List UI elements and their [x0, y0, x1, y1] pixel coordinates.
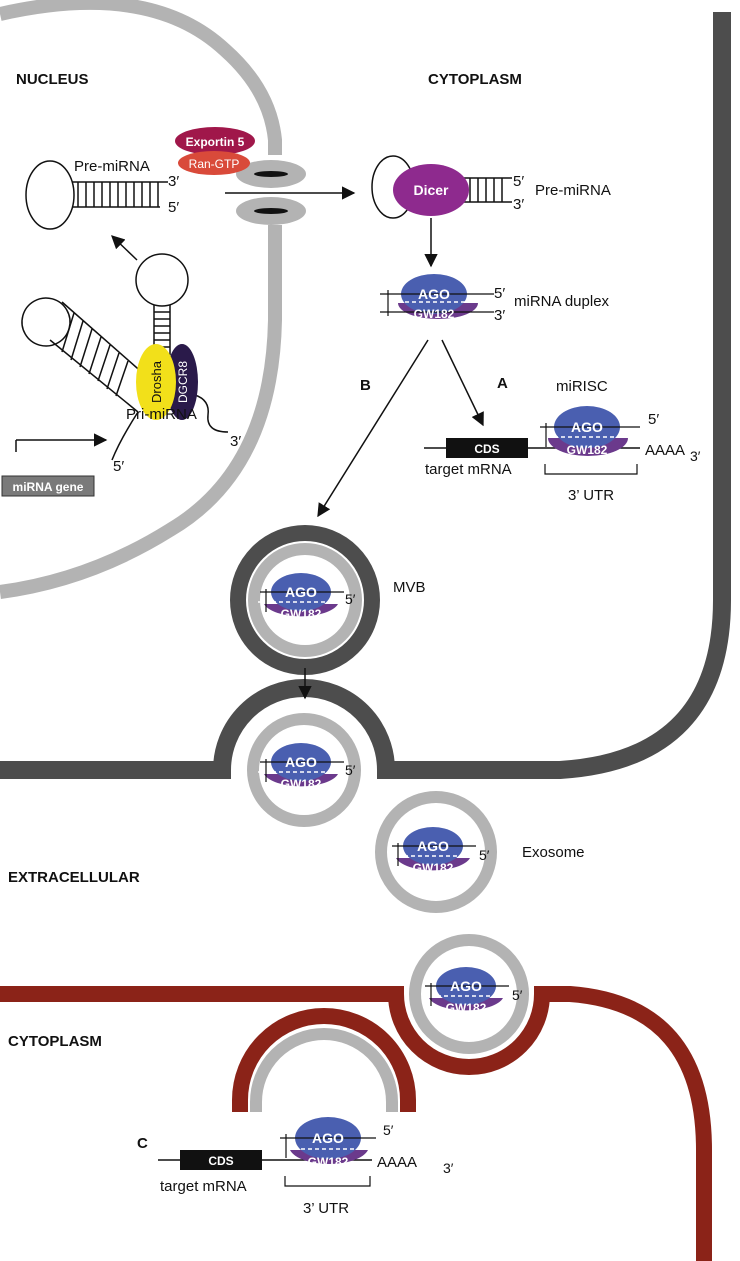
nuclear-envelope-upper — [0, 0, 282, 155]
label-dgcr8: DGCR8 — [176, 361, 190, 403]
end-5-mirisc: 5′ — [648, 411, 659, 428]
label-ago-uptake: AGO — [450, 978, 482, 994]
cds-box-a — [446, 438, 528, 458]
ago-gw182-mvb — [258, 573, 344, 617]
exportin-5 — [175, 127, 255, 155]
end-5-nucleus: 5′ — [168, 199, 179, 216]
utr-bracket-c — [284, 1176, 371, 1187]
end-5-fusing: 5′ — [345, 762, 356, 778]
label-gw182-fusing: GW182 — [281, 777, 322, 791]
ago-gw182-exosome — [390, 827, 476, 871]
label-ago-mvb: AGO — [285, 584, 317, 600]
label-ran-gtp: Ran-GTP — [189, 157, 240, 171]
endocytic-vesicle-outer — [232, 1008, 416, 1112]
mirna-gene-box — [1, 475, 95, 497]
ago-gw182-target-c — [280, 1117, 376, 1165]
label-drosha: Drosha — [149, 360, 164, 403]
end-3-target-c: 3′ — [443, 1160, 454, 1176]
region-cytoplasm-bottom: CYTOPLASM — [8, 1033, 102, 1050]
label-gw182-mirisc: GW182 — [567, 443, 608, 457]
label-cds-c: CDS — [208, 1154, 233, 1168]
processing-arrow — [111, 235, 138, 261]
pathway-b-label: B — [360, 377, 371, 394]
label-target-mrna-c: target mRNA — [160, 1178, 247, 1195]
cell-membrane — [0, 12, 731, 779]
pathway-b-arrow — [317, 339, 429, 518]
end-3-nucleus: 3′ — [168, 173, 179, 190]
endocytic-vesicle-inner — [250, 1028, 398, 1112]
polya-a: AAAA — [645, 442, 685, 459]
end-5-pri: 5′ — [113, 458, 124, 475]
label-ago-mirisc: AGO — [571, 419, 603, 435]
region-cytoplasm-top: CYTOPLASM — [428, 71, 522, 88]
label-gw182-exosome: GW182 — [413, 861, 454, 875]
recipient-cell-membrane — [0, 986, 712, 1261]
label-exosome: Exosome — [522, 844, 585, 861]
label-pre-mirna-nucleus: Pre-miRNA — [74, 158, 150, 175]
dgcr8 — [166, 344, 198, 420]
end-3-pri: 3′ — [230, 433, 241, 450]
end-5-target-c: 5′ — [383, 1122, 394, 1138]
label-gw182-uptake: GW182 — [446, 1001, 487, 1015]
end-5-exosome: 5′ — [479, 847, 490, 863]
ran-gtp — [178, 151, 250, 175]
pathway-a-arrow — [441, 339, 484, 427]
label-pri-mirna: Pri-miRNA — [126, 406, 197, 423]
utr-bracket-a — [544, 464, 638, 475]
pathway-c-label: C — [137, 1135, 148, 1152]
cds-box-c — [180, 1150, 262, 1170]
label-cds-a: CDS — [474, 442, 499, 456]
label-mvb: MVB — [393, 579, 426, 596]
label-ago-exosome: AGO — [417, 838, 449, 854]
label-utr-a: 3’ UTR — [568, 487, 614, 504]
label-mirna-gene: miRNA gene — [13, 480, 84, 494]
end-5-uptake: 5′ — [512, 987, 523, 1003]
region-nucleus: NUCLEUS — [16, 71, 89, 88]
end-5-mvb: 5′ — [345, 591, 356, 607]
pathway-a-label: A — [497, 375, 508, 392]
label-target-mrna-a: target mRNA — [425, 461, 512, 478]
ago-gw182-uptake — [423, 967, 509, 1011]
label-ago-duplex: AGO — [418, 286, 450, 302]
nuclear-pre-mirna — [25, 160, 168, 230]
polya-c: AAAA — [377, 1154, 417, 1171]
label-exportin-5: Exportin 5 — [186, 135, 245, 149]
label-dicer: Dicer — [413, 182, 449, 198]
end-3-mirisc: 3′ — [690, 448, 701, 464]
ago-gw182-mirisc — [540, 406, 640, 456]
pri-mirna — [21, 253, 229, 461]
label-mirisc: miRISC — [556, 378, 608, 395]
ago-gw182-fusing — [258, 743, 344, 787]
drosha — [136, 344, 176, 420]
nuclear-envelope-lower — [0, 225, 282, 599]
end-3-dicer: 3′ — [513, 196, 524, 213]
region-extracellular: EXTRACELLULAR — [8, 869, 140, 886]
mvb-inner — [248, 543, 362, 657]
end-5-duplex: 5′ — [494, 285, 505, 302]
end-3-duplex: 3′ — [494, 307, 505, 324]
label-pre-mirna-cytoplasm: Pre-miRNA — [535, 182, 611, 199]
end-5-dicer: 5′ — [513, 173, 524, 190]
label-gw182-target-c: GW182 — [308, 1155, 349, 1169]
label-mirna-duplex: miRNA duplex — [514, 293, 610, 310]
label-gw182-duplex: GW182 — [414, 307, 455, 321]
ago-gw182-duplex — [380, 274, 494, 319]
label-gw182-mvb: GW182 — [281, 607, 322, 621]
mvb-outer — [230, 525, 380, 675]
label-utr-c: 3’ UTR — [303, 1200, 349, 1217]
dicer — [393, 164, 469, 216]
label-ago-fusing: AGO — [285, 754, 317, 770]
label-ago-target-c: AGO — [312, 1130, 344, 1146]
